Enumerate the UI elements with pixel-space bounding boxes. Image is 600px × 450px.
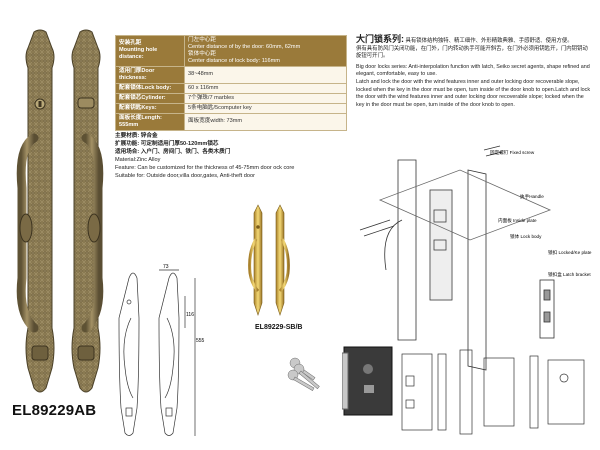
- spec-label: 适用门厚Door thickness:: [115, 65, 185, 84]
- label-lock-body: 锁体 Lock body: [510, 233, 542, 240]
- material-en: Material:Zinc Alloy: [115, 157, 161, 163]
- spec-label: 面板长度Length: 555mm: [115, 112, 185, 131]
- label-latch-bracket: 锁扣盒 Latch bracket: [548, 271, 591, 278]
- model-number-secondary: EL89229-SB/B: [255, 324, 303, 331]
- label-inside-plate: 内面板 Inside plate: [498, 217, 537, 224]
- spec-value: 60 x 116mm: [184, 82, 347, 94]
- spec-value: 7个弹珠/7 marbles: [184, 92, 347, 104]
- series-title: 大门锁系列:: [356, 34, 404, 44]
- gold-handleset-image: [248, 204, 290, 316]
- material-cn: 主要材质: 锌合金: [115, 133, 158, 139]
- spec-value: 38~48mm: [184, 65, 347, 84]
- keys-image: [287, 357, 320, 391]
- label-handle: 执手Handle: [520, 193, 544, 200]
- series-en-intro: Big door locks series: Anti-interpolatio…: [356, 63, 590, 78]
- dimension-drawing: 73 116 555: [118, 264, 205, 436]
- lock-body-image: [342, 346, 393, 416]
- dim-width: 73: [163, 264, 169, 270]
- dim-hole: 116: [186, 312, 194, 318]
- series-cn-text: 具有锁体结构独特、精工细作、外形精致典雅、手感舒适、使用方便。 俱有具有防风门关…: [356, 38, 588, 60]
- series-description: 大门锁系列: 具有锁体结构独特、精工细作、外形精致典雅、手感舒适、使用方便。 俱…: [356, 34, 592, 109]
- spec-value: 5条电脑匙/5computer key: [184, 102, 347, 114]
- model-number-main: EL89229AB: [12, 402, 97, 419]
- suitable-en: Suitable for: Outside door,villa door,ga…: [115, 173, 255, 179]
- spec-row: 配套钥匙Keys: 5条电脑匙/5computer key: [115, 102, 347, 114]
- spec-value: 面板宽度width: 73mm: [184, 112, 347, 131]
- antique-brass-handleset-image: [16, 29, 104, 393]
- label-lock-plate: 锁扣 Locked/Ke plate: [548, 249, 592, 256]
- lock-body-drawings: [401, 349, 585, 435]
- spec-table: 安装孔距 Mounting hole distance: 门左中心距 Cente…: [115, 35, 347, 131]
- spec-label: 配套锁芯Cylinder:: [115, 92, 185, 104]
- exploded-lock-diagram: 固定螺钉 Fixed screw 执手Handle 内面板 Inside pla…: [359, 145, 592, 371]
- feature-cn: 扩展功能: 可定制适用门厚50-120mm锁芯: [115, 141, 219, 147]
- material-notes: 主要材质: 锌合金 扩展功能: 可定制适用门厚50-120mm锁芯 适用场合: …: [115, 132, 365, 180]
- dim-length: 555: [196, 338, 205, 344]
- spec-row: 安装孔距 Mounting hole distance: 门左中心距 Cente…: [115, 35, 347, 67]
- spec-row: 面板长度Length: 555mm 面板宽度width: 73mm: [115, 112, 347, 131]
- series-en-detail: Latch and lock the door with the wind fe…: [356, 78, 591, 108]
- spec-value: 门左中心距 Center distance of by the door: 60…: [184, 35, 347, 67]
- spec-row: 配套锁体Lock body: 60 x 116mm: [115, 82, 347, 94]
- label-fixed-screw: 固定螺钉 Fixed screw: [490, 149, 535, 156]
- spec-row: 配套锁芯Cylinder: 7个弹珠/7 marbles: [115, 92, 347, 104]
- spec-row: 适用门厚Door thickness: 38~48mm: [115, 65, 347, 84]
- spec-label: 配套钥匙Keys:: [115, 102, 185, 114]
- spec-label: 配套锁体Lock body:: [115, 82, 185, 94]
- suitable-cn: 适用场合: 入户门、房间门、铁门、各类木质门: [115, 149, 231, 155]
- spec-label: 安装孔距 Mounting hole distance:: [115, 35, 185, 67]
- feature-en: Feature: Can be customized for the thick…: [115, 165, 295, 171]
